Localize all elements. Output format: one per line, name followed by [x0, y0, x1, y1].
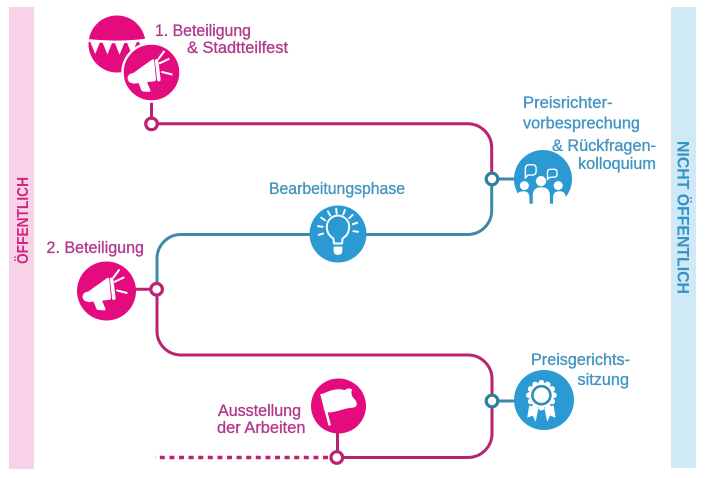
svg-text:Ausstellung: Ausstellung — [218, 401, 301, 420]
svg-text:NICHT ÖFFENTLICH: NICHT ÖFFENTLICH — [674, 141, 693, 294]
svg-text:vorbesprechung: vorbesprechung — [523, 114, 640, 133]
svg-text:Preisrichter-: Preisrichter- — [523, 93, 613, 112]
svg-text:Bearbeitungsphase: Bearbeitungsphase — [269, 179, 405, 198]
svg-text:2. Beteiligung: 2. Beteiligung — [47, 238, 145, 257]
svg-text:kolloquium: kolloquium — [578, 154, 656, 173]
svg-text:ÖFFENTLICH: ÖFFENTLICH — [13, 177, 32, 264]
svg-text:& Rückfragen-: & Rückfragen- — [552, 136, 656, 155]
svg-text:sitzung: sitzung — [578, 370, 630, 389]
svg-text:& Stadtteilfest: & Stadtteilfest — [187, 38, 288, 57]
svg-text:der Arbeiten: der Arbeiten — [217, 418, 306, 437]
svg-text:Preisgerichts-: Preisgerichts- — [531, 350, 630, 369]
svg-text:1. Beteiligung: 1. Beteiligung — [155, 21, 251, 40]
